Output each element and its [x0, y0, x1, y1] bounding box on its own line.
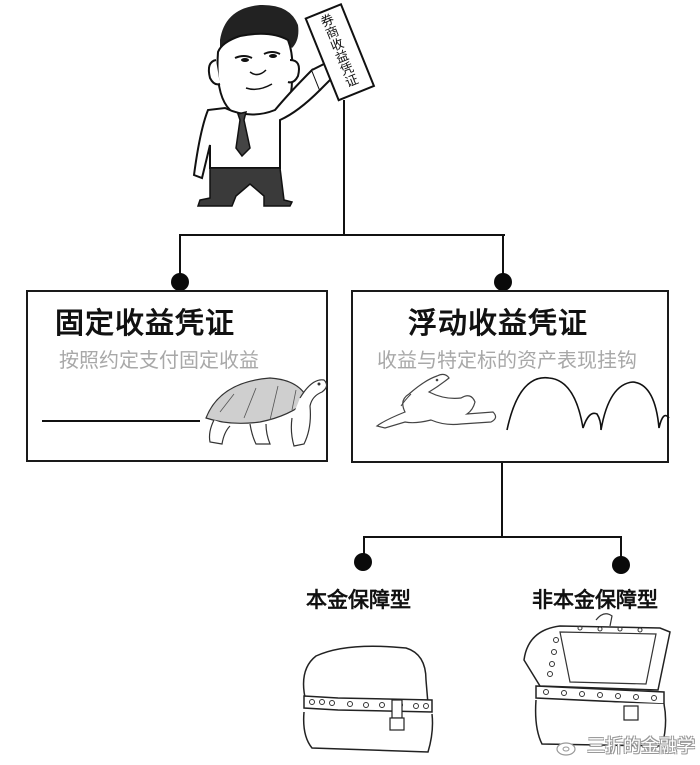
hare-icon — [375, 373, 497, 429]
branch-title: 浮动收益凭证 — [408, 306, 589, 340]
branch-subtitle: 收益与特定标的资产表现挂钩 — [377, 348, 637, 372]
root-node: 券商收益凭证 — [180, 0, 380, 215]
tortoise-icon — [205, 377, 328, 447]
branch-subtitle: 按照约定支付固定收益 — [59, 348, 259, 372]
connector-drop-protected — [363, 536, 365, 556]
node-dot-floating — [494, 273, 512, 291]
businessman-icon — [192, 3, 376, 207]
watermark: 三折的金融学 — [556, 732, 695, 758]
connector-drop-left — [179, 234, 181, 276]
bouncing-arcs-icon — [506, 377, 670, 431]
connector-horizontal-1 — [179, 234, 505, 236]
connector-trunk-1 — [343, 100, 345, 236]
connector-horizontal-2 — [363, 536, 622, 538]
watermark-text: 三折的金融学 — [587, 736, 696, 757]
weibo-icon — [556, 742, 576, 756]
leaf-label-protected: 本金保障型 — [306, 588, 411, 612]
branch-fixed-income: 固定收益凭证 按照约定支付固定收益 — [26, 290, 328, 462]
connector-drop-right — [502, 234, 504, 276]
connector-drop-unprotected — [620, 536, 622, 558]
node-dot-unprotected — [612, 556, 630, 574]
branch-floating-income: 浮动收益凭证 收益与特定标的资产表现挂钩 — [351, 290, 670, 463]
closed-chest-icon — [302, 645, 434, 753]
node-dot-fixed — [171, 273, 189, 291]
leaf-label-unprotected: 非本金保障型 — [532, 588, 658, 612]
open-chest-icon — [523, 613, 671, 747]
connector-trunk-2 — [501, 463, 503, 538]
branch-title: 固定收益凭证 — [55, 306, 236, 340]
flat-line — [42, 420, 200, 422]
node-dot-protected — [354, 553, 372, 571]
